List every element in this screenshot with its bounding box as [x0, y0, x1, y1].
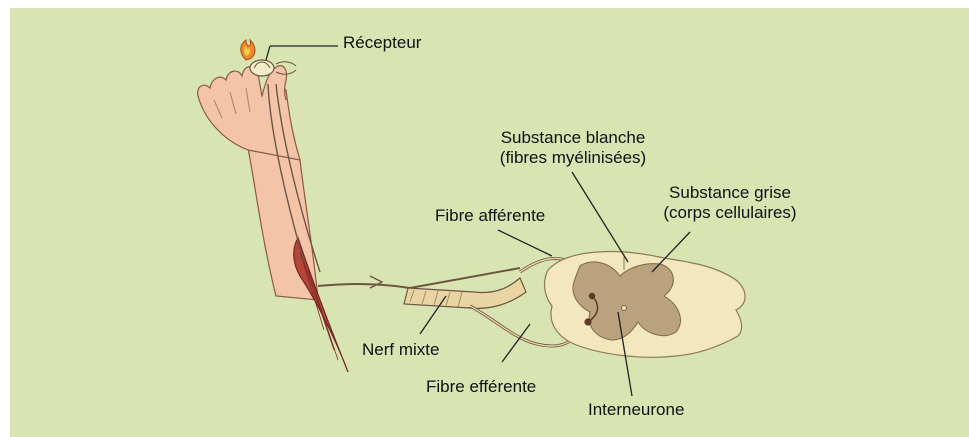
- label-substance-blanche-line1: Substance blanche: [478, 128, 668, 148]
- leader-substance-blanche: [572, 172, 628, 262]
- label-substance-grise-line1: Substance grise: [640, 183, 820, 203]
- label-substance-blanche-line2: (fibres myélinisées): [478, 148, 668, 168]
- label-substance-grise: Substance grise (corps cellulaires): [640, 183, 820, 223]
- afferent-path: [318, 268, 520, 288]
- arm-illustration: [198, 66, 348, 372]
- label-nerf-mixte: Nerf mixte: [362, 340, 439, 360]
- leader-fibre-afferente: [498, 230, 552, 256]
- nerve-arrow: [370, 276, 382, 288]
- spinal-cord-section: [545, 252, 745, 358]
- leader-recepteur-tip: [266, 46, 270, 60]
- label-substance-grise-line2: (corps cellulaires): [640, 203, 820, 223]
- label-fibre-efferente: Fibre efférente: [426, 377, 536, 397]
- label-substance-blanche: Substance blanche (fibres myélinisées): [478, 128, 668, 168]
- label-fibre-afferente: Fibre afférente: [435, 206, 545, 226]
- label-recepteur: Récepteur: [343, 33, 421, 53]
- central-canal: [622, 306, 627, 311]
- flame-icon: [241, 40, 255, 60]
- label-interneurone: Interneurone: [588, 400, 684, 420]
